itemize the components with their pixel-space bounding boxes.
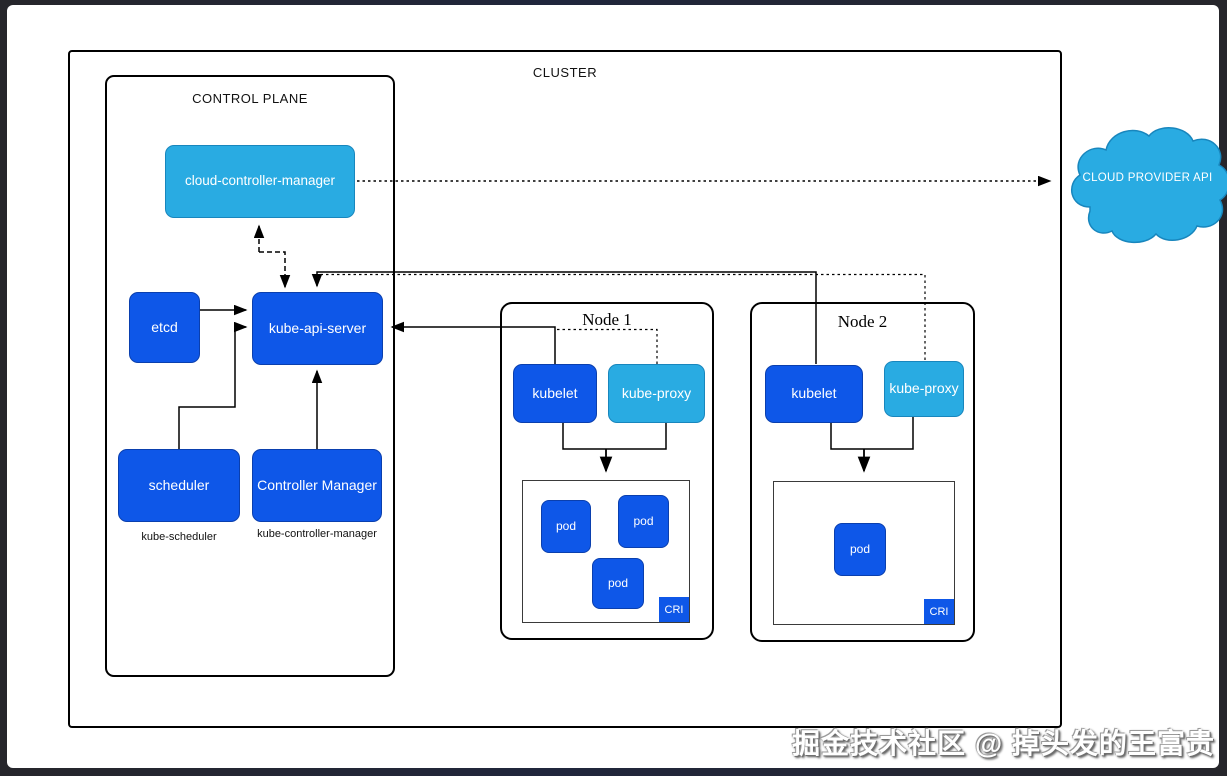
node1-kube-proxy-box: kube-proxy [608, 364, 705, 423]
cluster-frame: CLUSTER [68, 50, 1062, 728]
node1-cri-badge: CRI [659, 597, 689, 622]
scheduler-box: scheduler [118, 449, 240, 522]
control-plane-frame: CONTROL PLANE [105, 75, 395, 677]
node2-kube-proxy-box: kube-proxy [884, 361, 964, 417]
node1-cri-container: pod pod pod CRI [522, 480, 690, 623]
pod-box: pod [618, 495, 669, 548]
pod-box: pod [541, 500, 591, 553]
node2-frame: Node 2 [750, 302, 975, 642]
cloud-controller-manager-box: cloud-controller-manager [165, 145, 355, 218]
node1-title: Node 1 [582, 310, 632, 329]
cluster-title: CLUSTER [532, 65, 598, 80]
cloud-provider-api-label: CLOUD PROVIDER API [1082, 172, 1213, 184]
node2-cri-badge: CRI [924, 599, 954, 624]
watermark-text: 掘金技术社区 @ 掉头发的王富贵 [792, 728, 1215, 759]
pod-box: pod [592, 558, 644, 609]
node2-kubelet-box: kubelet [765, 365, 863, 423]
scheduler-caption: kube-scheduler [141, 531, 217, 543]
node2-title: Node 2 [837, 312, 888, 331]
control-plane-title: CONTROL PLANE [192, 91, 308, 106]
node1-frame: Node 1 [500, 302, 714, 640]
kube-api-server-box: kube-api-server [252, 292, 383, 365]
controller-manager-box: Controller Manager [252, 449, 382, 522]
pod-box: pod [834, 523, 886, 576]
etcd-box: etcd [129, 292, 200, 363]
controller-manager-caption: kube-controller-manager [257, 528, 377, 540]
node2-cri-container: pod CRI [773, 481, 955, 625]
node1-kubelet-box: kubelet [513, 364, 597, 423]
